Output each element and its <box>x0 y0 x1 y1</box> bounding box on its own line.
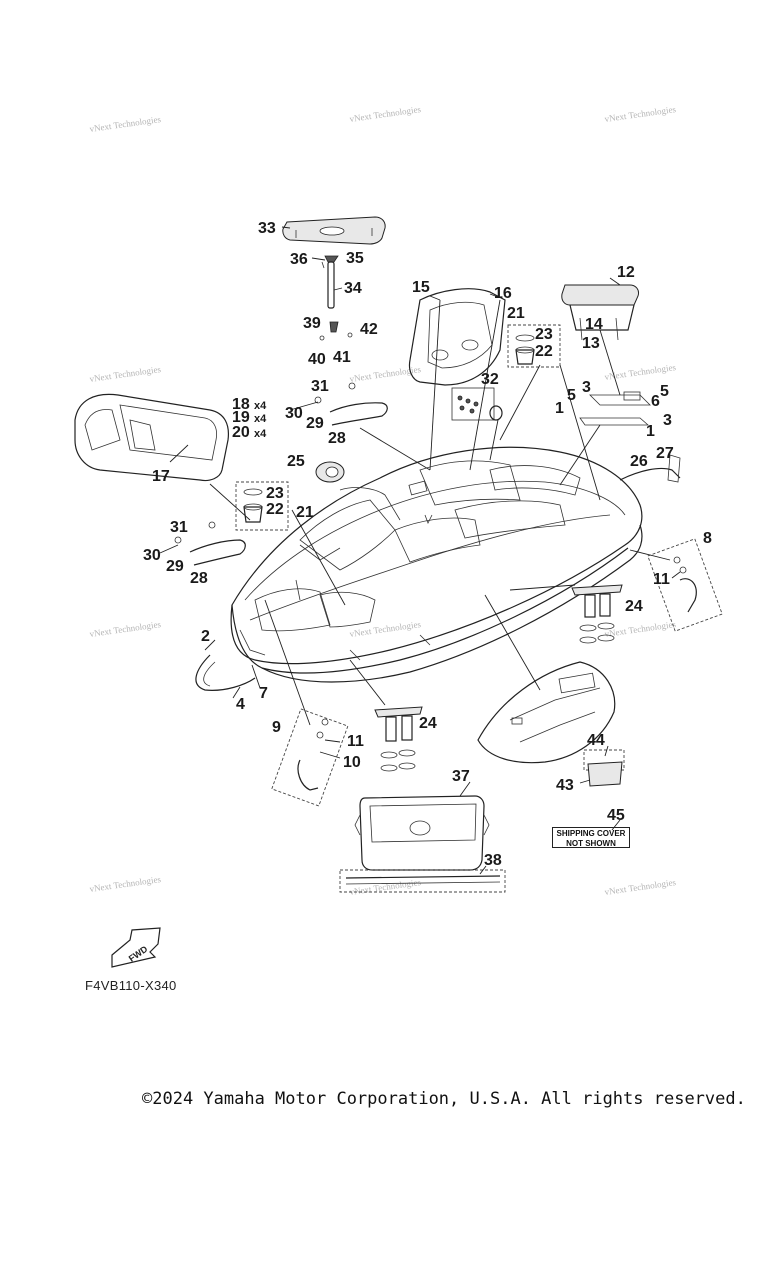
multiplier-19: x4 <box>254 413 267 425</box>
callout-4: 4 <box>236 696 245 713</box>
callout-43: 43 <box>556 777 574 794</box>
callout-3: 3 <box>582 379 591 396</box>
callout-32: 32 <box>481 371 499 388</box>
callout-5: 5 <box>567 387 576 404</box>
callout-23: 23 <box>535 326 553 343</box>
fwd-arrow: FWD <box>111 927 161 968</box>
callout-27: 27 <box>656 445 674 462</box>
callout-24: 24 <box>625 598 643 615</box>
shipping-cover-note: SHIPPING COVER NOT SHOWN <box>552 827 630 848</box>
callout-38: 38 <box>484 852 502 869</box>
pop-up-cleats <box>374 584 623 772</box>
callout-30: 30 <box>285 405 303 422</box>
callout-13: 13 <box>582 335 600 352</box>
callout-31: 31 <box>311 378 329 395</box>
watermark: vNext Technologies <box>349 877 422 897</box>
callout-36: 36 <box>290 251 308 268</box>
callout-19: 19 <box>232 409 250 426</box>
callout-23: 23 <box>266 485 284 502</box>
part-43-tray <box>583 749 625 787</box>
tie-down-hooks <box>271 538 723 807</box>
callout-41: 41 <box>333 349 351 366</box>
callout-28: 28 <box>190 570 208 587</box>
callout-21: 21 <box>296 504 314 521</box>
callout-34: 34 <box>344 280 362 297</box>
watermark: vNext Technologies <box>349 619 422 639</box>
diagram-code: F4VB110-X340 <box>85 978 177 993</box>
callout-28: 28 <box>328 430 346 447</box>
callout-45: 45 <box>607 807 625 824</box>
callout-20: 20 <box>232 424 250 441</box>
callout-30: 30 <box>143 547 161 564</box>
grab-rails <box>174 382 388 566</box>
callout-10: 10 <box>343 754 361 771</box>
part-33-table <box>282 216 386 341</box>
callout-22: 22 <box>535 343 553 360</box>
copyright-notice: ©2024 Yamaha Motor Corporation, U.S.A. A… <box>142 1089 746 1109</box>
callout-5: 5 <box>660 383 669 400</box>
leader-lines <box>159 226 681 875</box>
boat-hull <box>230 446 643 683</box>
multiplier-20: x4 <box>254 428 267 440</box>
shipping-note-line2: NOT SHOWN <box>566 838 616 848</box>
watermark: vNext Technologies <box>349 104 422 124</box>
part-37-cooler <box>354 795 490 871</box>
callout-11: 11 <box>347 733 364 750</box>
shipping-note-line1: SHIPPING COVER <box>556 829 626 838</box>
callout-7: 7 <box>259 685 268 702</box>
cupholder-assembly <box>235 324 561 531</box>
callout-33: 33 <box>258 220 276 237</box>
part-17-side-console <box>74 393 230 482</box>
callout-37: 37 <box>452 768 470 785</box>
watermark: vNext Technologies <box>604 619 677 639</box>
watermark: vNext Technologies <box>89 619 162 639</box>
callout-35: 35 <box>346 250 364 267</box>
multiplier-18: x4 <box>254 400 267 412</box>
callout-42: 42 <box>360 321 378 338</box>
callout-1: 1 <box>555 400 564 417</box>
callout-15: 15 <box>412 279 430 296</box>
callout-17: 17 <box>152 468 170 485</box>
callout-25: 25 <box>287 453 305 470</box>
callout-29: 29 <box>166 558 184 575</box>
callout-16: 16 <box>494 285 512 302</box>
callout-22: 22 <box>266 501 284 518</box>
callout-24: 24 <box>419 715 437 732</box>
callout-31: 31 <box>170 519 188 536</box>
callout-6: 6 <box>651 393 660 410</box>
callout-26: 26 <box>630 453 648 470</box>
watermark: vNext Technologies <box>89 874 162 894</box>
callout-40: 40 <box>308 351 326 368</box>
callout-2: 2 <box>201 628 210 645</box>
rub-rail <box>195 654 256 691</box>
storage-compartment-detail <box>477 661 616 764</box>
callout-12: 12 <box>617 264 635 281</box>
callout-11: 11 <box>653 571 670 588</box>
watermark: vNext Technologies <box>604 104 677 124</box>
callout-39: 39 <box>303 315 321 332</box>
part-12-backrest <box>561 284 651 426</box>
callout-44: 44 <box>587 732 605 749</box>
part-25-light <box>315 461 345 483</box>
part-32-hardware <box>451 387 503 421</box>
callout-29: 29 <box>306 415 324 432</box>
callout-1: 1 <box>646 423 655 440</box>
callout-9: 9 <box>272 719 281 736</box>
callout-14: 14 <box>585 316 603 333</box>
callout-3: 3 <box>663 412 672 429</box>
part-26-tow-eye <box>619 454 681 483</box>
callouts: 33 36 35 34 39 42 40 41 15 16 21 23 22 1… <box>143 220 712 869</box>
callout-21: 21 <box>507 305 525 322</box>
watermark: vNext Technologies <box>604 877 677 897</box>
watermark: vNext Technologies <box>89 114 162 134</box>
callout-8: 8 <box>703 530 712 547</box>
callout-18: 18 <box>232 396 250 413</box>
part-38-rod <box>339 869 506 893</box>
watermark: vNext Technologies <box>89 364 162 384</box>
